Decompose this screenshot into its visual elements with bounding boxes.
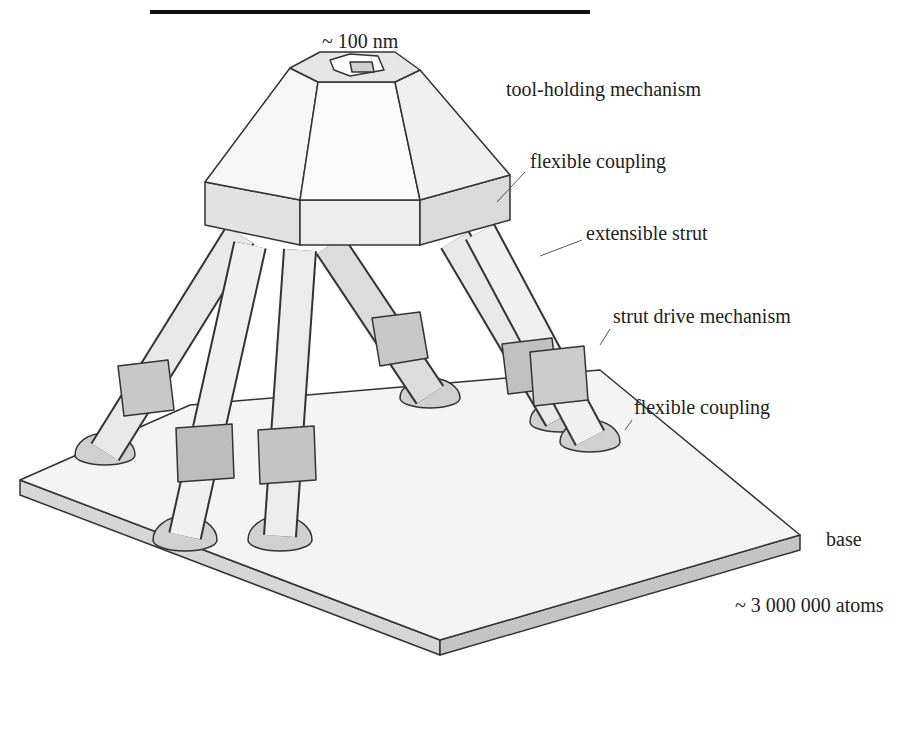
- extensible-struts: [105, 232, 590, 536]
- scale-label: ~ 100 nm: [322, 30, 398, 52]
- part-label: strut drive mechanism: [613, 305, 791, 327]
- part-label: flexible coupling: [530, 150, 666, 172]
- part-label: base: [826, 528, 862, 550]
- tool-holder: [205, 52, 510, 245]
- scale-bar: [150, 10, 590, 14]
- part-label: flexible coupling: [634, 396, 770, 418]
- strut-drives: [118, 312, 588, 484]
- part-label: tool-holding mechanism: [506, 78, 701, 100]
- atom-count-label: ~ 3 000 000 atoms: [735, 594, 884, 616]
- part-label: extensible strut: [586, 222, 708, 244]
- leader-lines: [497, 172, 632, 430]
